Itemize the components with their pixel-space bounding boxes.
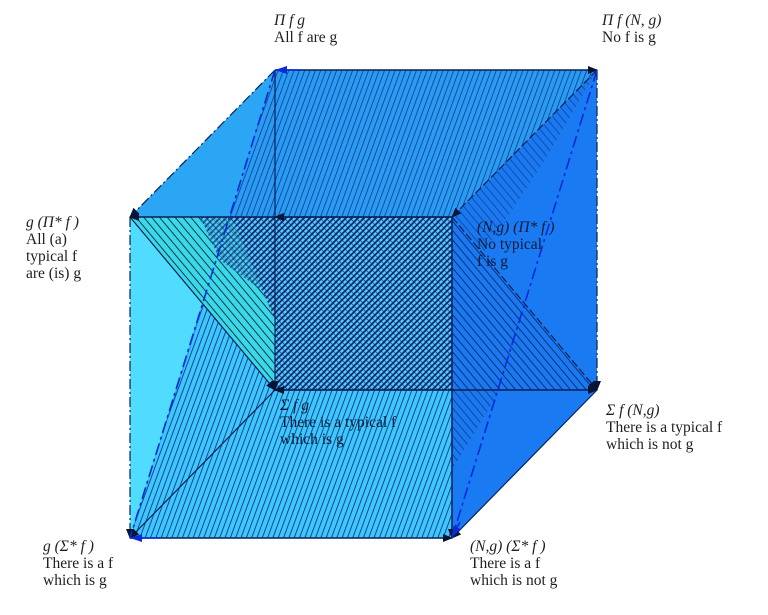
- vertex-label-front-top-left: g (Π* f ) All (a) typical f are (is) g: [26, 214, 81, 282]
- vertex-label-back-top-left: Π f g All f are g: [274, 12, 337, 46]
- formula-all-typical-f-are-g: g (Π* f ): [26, 214, 79, 231]
- text-line-2: which is not g: [606, 436, 694, 453]
- text-line-2: which is not g: [470, 572, 558, 589]
- formula-there-is-typical-f-g: Σ f g: [280, 397, 310, 414]
- formula-no-f-is-g: Π f (N, g): [602, 12, 662, 29]
- text-line-1: There is a f: [43, 555, 114, 572]
- vertex-label-back-bottom-right: Σ f (N,g) There is a typical f which is …: [606, 402, 722, 453]
- formula-there-is-f-not-g: (N,g) (Σ* f ): [470, 538, 546, 555]
- text-line-2: which is g: [280, 431, 344, 448]
- vertex-label-front-bottom-right: (N,g) (Σ* f ) There is a f which is not …: [470, 538, 557, 589]
- center-crosshatch: [275, 217, 452, 390]
- text-line-1: All (a): [26, 231, 67, 248]
- text-no-f-is-g: No f is g: [602, 29, 656, 46]
- vertex-label-front-bottom-left: g (Σ* f ) There is a f which is g: [43, 538, 113, 589]
- text-all-f-are-g: All f are g: [274, 29, 338, 46]
- text-line-1: There is a typical f: [606, 419, 723, 436]
- blue-arrowheads: [130, 66, 461, 542]
- vertex-label-front-top-right: (N,g) (Π* f ) No typical f is g: [477, 219, 555, 270]
- text-line-2: f is g: [477, 253, 508, 270]
- vertex-label-back-top-right: Π f (N, g) No f is g: [602, 12, 661, 46]
- text-line-2: which is g: [43, 572, 107, 589]
- text-line-1: No typical: [477, 236, 542, 253]
- formula-no-typical-f-is-g: (N,g) (Π* f ): [477, 219, 555, 236]
- text-line-1: There is a f: [470, 555, 541, 572]
- text-line-2: typical f: [26, 248, 78, 265]
- diagonal-plane-front-bottom: [130, 390, 452, 538]
- text-line-1: There is a typical f: [280, 414, 397, 431]
- cube-edges: [126, 66, 601, 542]
- center-crosshatch-ftl: [200, 217, 275, 300]
- formula-all-f-are-g: Π f g: [274, 12, 305, 29]
- diagonal-plane-right: [452, 70, 597, 300]
- formula-there-is-f-g: g (Σ* f ): [43, 538, 94, 555]
- vertex-label-back-bottom-left: Σ f g There is a typical f which is g: [280, 397, 396, 448]
- blue-dashed-edges: [129, 69, 598, 539]
- bottom-right-hatch: [452, 390, 500, 470]
- formula-there-is-typical-f-not-g: Σ f (N,g): [606, 402, 660, 419]
- text-line-3: are (is) g: [26, 265, 82, 282]
